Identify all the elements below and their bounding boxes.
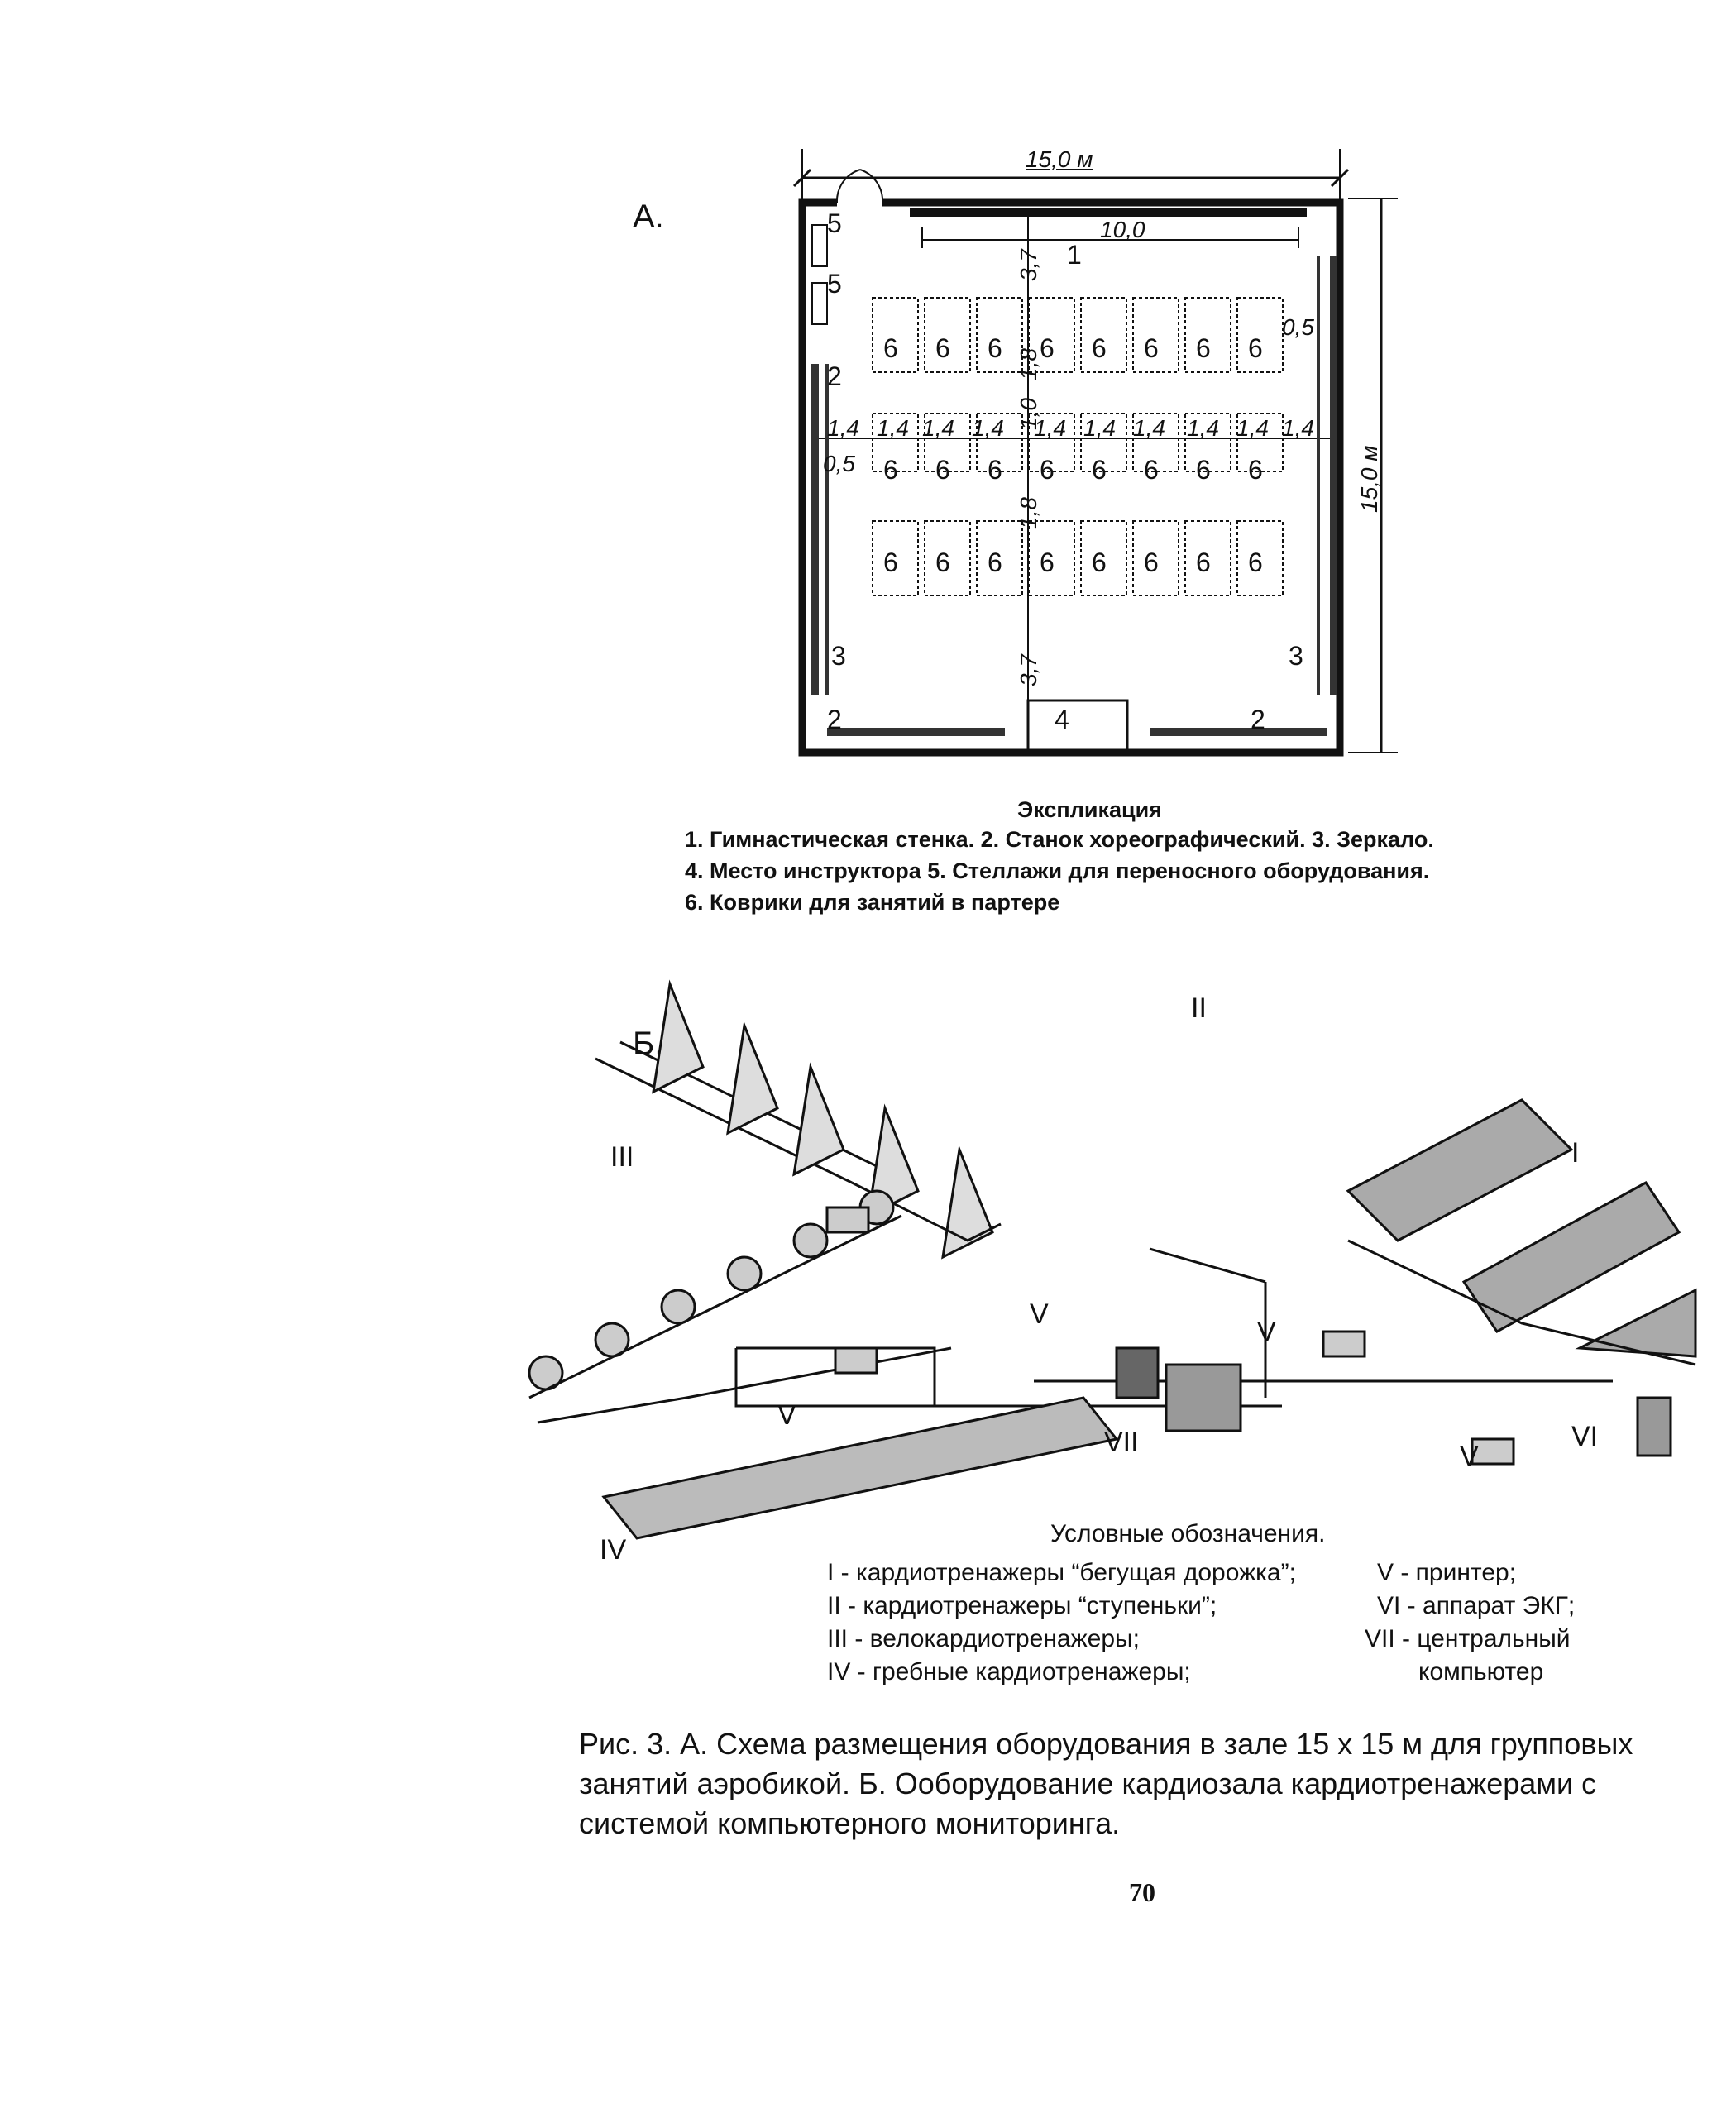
dim-1-4: 1,4 [972, 415, 1004, 441]
legend-item: I - кардиотренажеры “бегущая дорожка”; [827, 1559, 1296, 1586]
mat-label: 6 [883, 547, 898, 577]
printer-label: V [1030, 1298, 1049, 1330]
dim-1-4: 1,4 [877, 415, 909, 441]
item-1-label: 1 [1067, 240, 1082, 270]
inner-dimension: 10,0 [1100, 217, 1145, 242]
printer-label: V [1257, 1317, 1276, 1348]
mat-label: 6 [1040, 333, 1055, 363]
dim-1-8: 1,8 [1016, 348, 1041, 380]
mat-label: 6 [1092, 333, 1107, 363]
explication-line: 1. Гимнастическая стенка. 2. Станок хоре… [685, 827, 1434, 852]
explication-line: 4. Место инструктора 5. Стеллажи для пер… [685, 858, 1430, 883]
dim-1-4: 1,4 [1236, 415, 1269, 441]
page-number: 70 [1129, 1877, 1155, 1907]
mat-label: 6 [988, 455, 1002, 485]
legend-item: II - кардиотренажеры “ступеньки”; [827, 1592, 1217, 1619]
figure-caption-line: занятий аэробикой. Б. Ооборудование кард… [579, 1767, 1597, 1800]
figure-a-label: А. [633, 198, 664, 235]
dim-1-4: 1,4 [827, 415, 859, 441]
mat-label: 6 [883, 455, 898, 485]
explication-title: Экспликация [1017, 797, 1162, 822]
mat-label: 6 [883, 333, 898, 363]
mat-label: 6 [1144, 333, 1159, 363]
group-label-iii: III [610, 1141, 634, 1173]
legend-item: IV - гребные кардиотренажеры; [827, 1658, 1191, 1685]
item-3-label: 3 [1289, 641, 1303, 671]
legend-item: III - велокардиотренажеры; [827, 1625, 1140, 1652]
legend-item: VII - центральный [1365, 1625, 1571, 1652]
floor-plan-diagram [792, 149, 1398, 757]
legend-item: VI - аппарат ЭКГ; [1377, 1592, 1576, 1619]
dim-1-0: 1,0 [1016, 398, 1041, 430]
cardio-room-illustration [528, 979, 1697, 1540]
dim-3-7-bottom: 3,7 [1016, 654, 1041, 686]
item-5-label: 5 [827, 208, 842, 238]
height-dimension: 15,0 м [1356, 445, 1382, 513]
mat-label: 6 [988, 333, 1002, 363]
printer-label: V [1460, 1441, 1479, 1472]
item-2-label: 2 [827, 361, 842, 391]
width-dimension: 15,0 м [1026, 146, 1093, 172]
mat-label: 6 [1144, 455, 1159, 485]
dim-1-4: 1,4 [1083, 415, 1116, 441]
group-label-i: I [1571, 1137, 1580, 1169]
legend-item: V - принтер; [1377, 1559, 1517, 1586]
explication-line: 6. Коврики для занятий в партере [685, 890, 1060, 915]
mat-label: 6 [988, 547, 1002, 577]
dim-1-4: 1,4 [1282, 415, 1314, 441]
legend-title: Условные обозначения. [1050, 1520, 1326, 1547]
ecg-label: VI [1571, 1421, 1599, 1452]
dim-0-5-left: 0,5 [823, 451, 855, 476]
mat-label: 6 [1196, 547, 1211, 577]
mat-label: 6 [1040, 455, 1055, 485]
dim-1-4: 1,4 [1187, 415, 1219, 441]
mat-label: 6 [1040, 547, 1055, 577]
mat-label: 6 [1248, 455, 1263, 485]
item-3-label: 3 [831, 641, 846, 671]
mat-label: 6 [1092, 455, 1107, 485]
mat-label: 6 [1144, 547, 1159, 577]
dim-1-8: 1,8 [1016, 497, 1041, 529]
computer-label: VII [1104, 1427, 1139, 1458]
group-label-iv: IV [600, 1534, 627, 1566]
mat-label: 6 [935, 455, 950, 485]
item-5-label: 5 [827, 269, 842, 299]
item-4-label: 4 [1055, 705, 1069, 734]
legend-item: компьютер [1418, 1658, 1544, 1685]
dim-0-5-right: 0,5 [1282, 314, 1314, 340]
dim-1-4: 1,4 [1133, 415, 1165, 441]
item-2-label: 2 [1251, 705, 1265, 734]
dim-3-7-top: 3,7 [1016, 249, 1041, 281]
mat-label: 6 [935, 547, 950, 577]
mat-label: 6 [1248, 547, 1263, 577]
dim-1-4: 1,4 [1034, 415, 1066, 441]
figure-caption-line: системой компьютерного мониторинга. [579, 1806, 1121, 1840]
mat-label: 6 [1196, 333, 1211, 363]
mat-label: 6 [1196, 455, 1211, 485]
dim-1-4: 1,4 [922, 415, 954, 441]
group-label-ii: II [1191, 992, 1207, 1024]
mat-label: 6 [935, 333, 950, 363]
mat-label: 6 [1092, 547, 1107, 577]
mat-label: 6 [1248, 333, 1263, 363]
figure-caption-line: Рис. 3. А. Схема размещения оборудования… [579, 1727, 1633, 1761]
item-2-label: 2 [827, 705, 842, 734]
printer-label: V [777, 1399, 796, 1431]
